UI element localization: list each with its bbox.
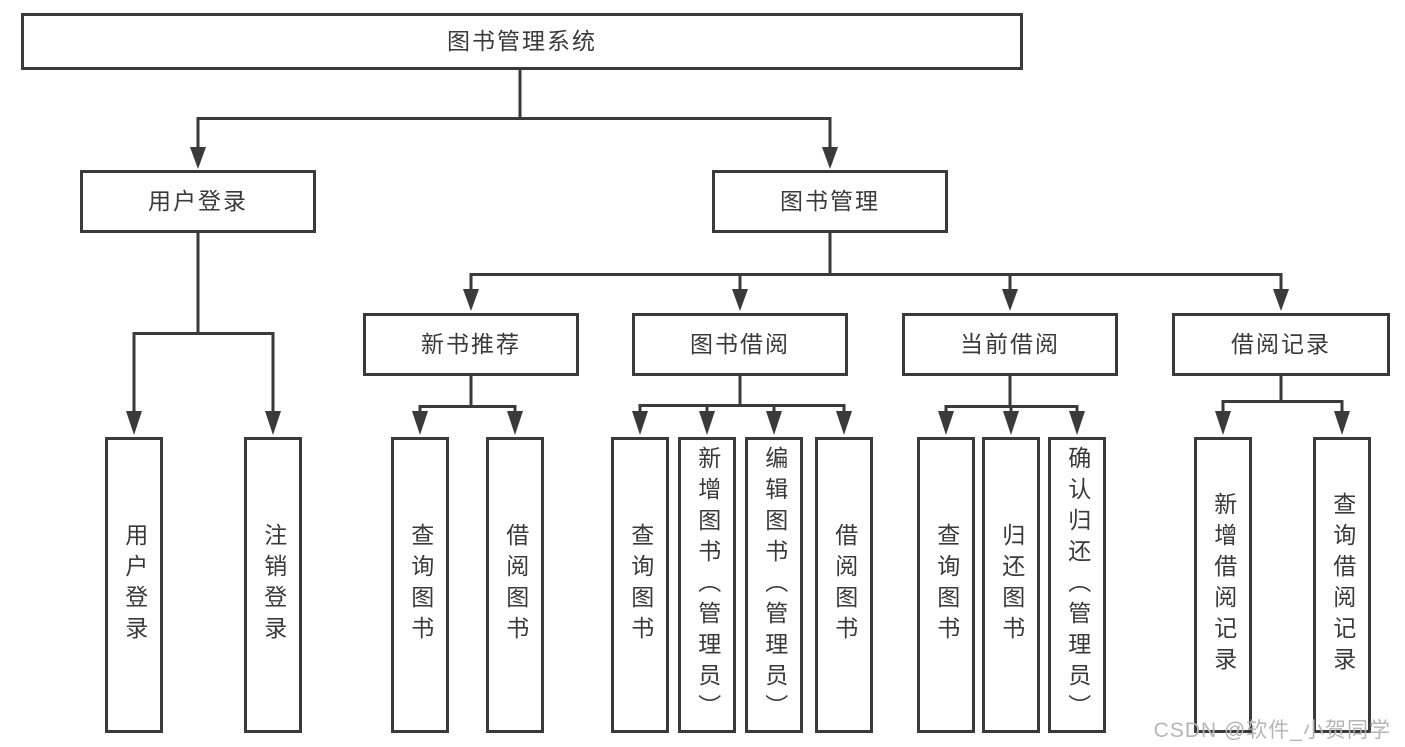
connector-user-login-children [126,233,281,435]
node-leaf-user-login-action-label: 用户登录 [121,523,148,647]
node-leaf-query-borrow-record: 查询借阅记录 [1313,437,1371,733]
node-leaf-logout: 注销登录 [244,437,302,733]
connector-new-book-recommend-children [412,376,523,435]
node-leaf-recommend-borrow-books: 借阅图书 [486,437,544,733]
connector-root-to-level1 [190,70,838,169]
node-book-borrowing-label: 图书借阅 [690,330,790,357]
node-leaf-edit-books-admin: 编辑图书（管理员） [745,437,803,733]
node-new-book-recommend-label: 新书推荐 [421,330,521,357]
node-root-label: 图书管理系统 [447,27,597,54]
node-book-borrowing: 图书借阅 [632,313,848,376]
node-leaf-borrow-books: 借阅图书 [815,437,873,733]
node-leaf-borrow-books-label: 借阅图书 [831,523,858,647]
node-leaf-add-books-admin-label: 新增图书（管理员） [694,445,721,725]
node-current-borrowing-label: 当前借阅 [960,330,1060,357]
node-leaf-user-login-action: 用户登录 [105,437,163,733]
node-leaf-confirm-return-admin: 确认归还（管理员） [1048,437,1106,733]
node-user-login: 用户登录 [80,170,316,233]
connector-current-borrowing-children [938,376,1085,435]
node-leaf-add-borrow-record-label: 新增借阅记录 [1210,492,1237,678]
node-leaf-borrowing-query-books-label: 查询图书 [627,523,654,647]
node-leaf-recommend-query-books-label: 查询图书 [407,523,434,647]
node-leaf-current-query-books: 查询图书 [917,437,975,733]
node-leaf-recommend-query-books: 查询图书 [391,437,449,733]
node-leaf-confirm-return-admin-label: 确认归还（管理员） [1064,445,1091,725]
node-leaf-add-books-admin: 新增图书（管理员） [678,437,736,733]
node-book-management: 图书管理 [712,170,948,233]
csdn-watermark: CSDN @软件_小贺同学 [1153,719,1391,742]
node-user-login-label: 用户登录 [148,187,248,214]
node-leaf-return-books-label: 归还图书 [998,523,1025,647]
node-borrowing-records-label: 借阅记录 [1231,330,1331,357]
connector-book-management-children [463,233,1289,311]
node-leaf-borrowing-query-books: 查询图书 [611,437,669,733]
node-book-management-label: 图书管理 [780,187,880,214]
node-current-borrowing: 当前借阅 [902,313,1118,376]
node-leaf-add-borrow-record: 新增借阅记录 [1194,437,1252,733]
node-leaf-edit-books-admin-label: 编辑图书（管理员） [761,445,788,725]
node-leaf-recommend-borrow-books-label: 借阅图书 [502,523,529,647]
connector-book-borrowing-children [632,376,852,435]
node-leaf-query-borrow-record-label: 查询借阅记录 [1329,492,1356,678]
node-leaf-current-query-books-label: 查询图书 [933,523,960,647]
connector-borrowing-records-children [1215,376,1350,435]
node-root: 图书管理系统 [21,13,1023,70]
node-new-book-recommend: 新书推荐 [363,313,579,376]
node-leaf-return-books: 归还图书 [982,437,1040,733]
node-leaf-logout-label: 注销登录 [260,523,287,647]
node-borrowing-records: 借阅记录 [1172,313,1390,376]
